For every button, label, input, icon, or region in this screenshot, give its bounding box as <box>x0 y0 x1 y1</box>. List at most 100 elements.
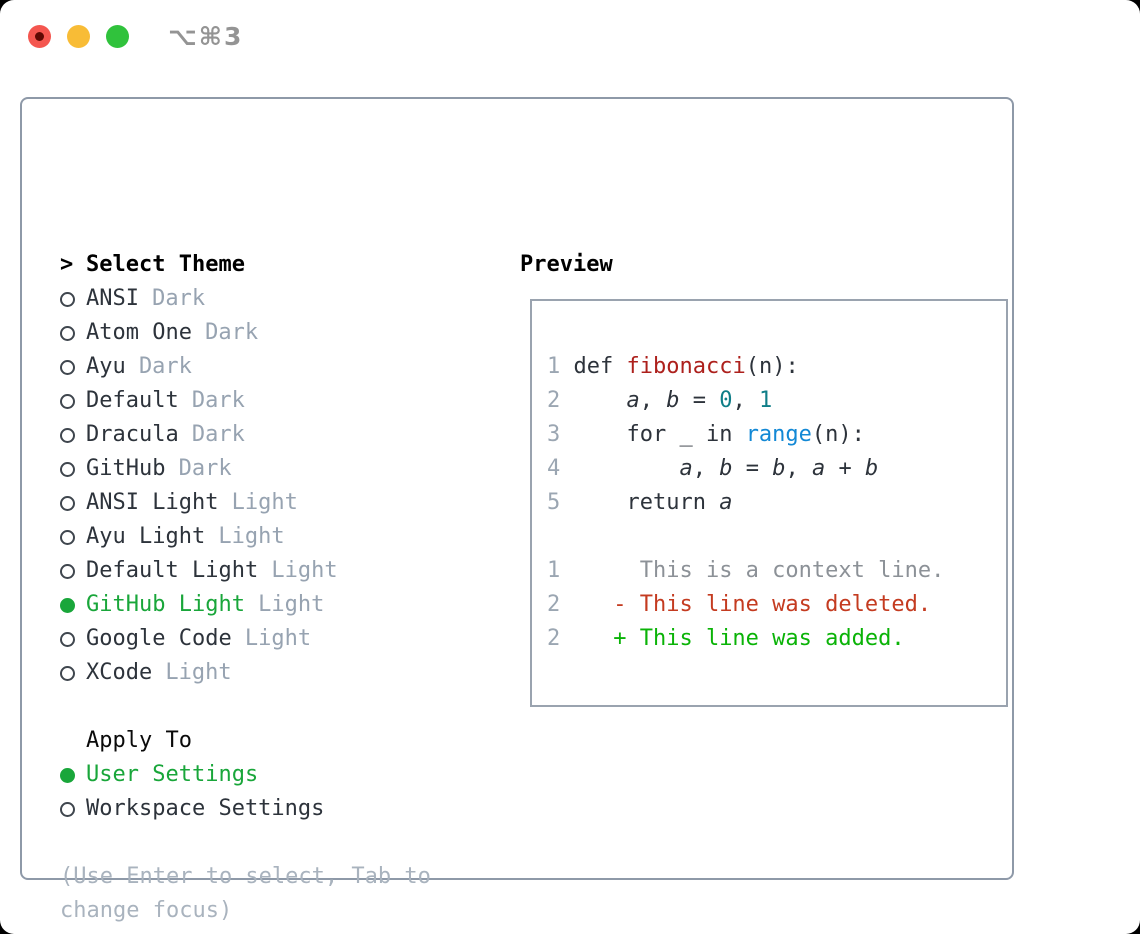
theme-option-label: Default <box>86 388 179 413</box>
theme-option-ansi-light[interactable]: ANSI Light Light <box>60 486 490 520</box>
code-token-plain: for _ in <box>560 422 746 447</box>
apply-option-user-settings[interactable]: User Settings <box>60 758 490 792</box>
preview-line: 5 return a <box>547 486 1006 520</box>
code-token-num: 1 <box>758 388 773 413</box>
select-theme-title: Select Theme <box>86 252 245 277</box>
radio-unselected-icon <box>60 665 75 681</box>
code-token-func: fibonacci <box>626 354 746 379</box>
code-token-plain: , <box>732 388 759 413</box>
preview-line: 3 for _ in range(n): <box>547 418 1006 452</box>
line-number: 1 <box>547 354 561 379</box>
preview-line: 2 + This line was added. <box>547 622 1006 656</box>
window-controls <box>28 25 129 48</box>
code-token-plain: (n): <box>745 354 799 379</box>
code-token-var: b <box>719 456 733 481</box>
radio-selected-icon <box>60 767 75 783</box>
theme-variant-label: Light <box>218 524 285 549</box>
theme-option-google-code[interactable]: Google Code Light <box>60 622 490 656</box>
radio-unselected-icon <box>60 325 75 341</box>
theme-option-label: Atom One <box>86 320 192 345</box>
theme-variant-label: Light <box>231 490 298 515</box>
keyboard-hint: (Use Enter to select, Tab to change focu… <box>60 860 490 928</box>
theme-variant-label: Light <box>271 558 338 583</box>
code-token-plain <box>560 456 679 481</box>
theme-option-atom-one[interactable]: Atom One Dark <box>60 316 490 350</box>
theme-option-ansi[interactable]: ANSI Dark <box>60 282 490 316</box>
code-token-plain: (n): <box>811 422 865 447</box>
code-token-var: a <box>811 456 826 481</box>
radio-unselected-icon <box>60 631 75 647</box>
apply-to-header: Apply To <box>60 724 490 758</box>
preview-line <box>547 520 1006 554</box>
code-token-plain: return <box>560 490 720 515</box>
theme-variant-label: Light <box>244 626 312 651</box>
zoom-button[interactable] <box>106 25 129 48</box>
theme-option-label: Ayu Light <box>86 524 206 549</box>
close-button[interactable] <box>28 25 51 48</box>
code-token-plain: = <box>679 388 720 413</box>
code-token-plain: + <box>825 456 865 481</box>
line-number: 3 <box>547 422 561 447</box>
radio-unselected-icon <box>60 291 75 307</box>
hint-line-1: (Use Enter to select, Tab to <box>60 864 431 889</box>
preview-title: Preview <box>520 252 613 277</box>
theme-option-ayu-light[interactable]: Ayu Light Light <box>60 520 490 554</box>
hint-line-2: change focus) <box>60 898 233 923</box>
radio-unselected-icon <box>60 563 75 579</box>
apply-option-workspace-settings[interactable]: Workspace Settings <box>60 792 490 826</box>
preview-line: 1 def fibonacci(n): <box>547 350 1006 384</box>
theme-variant-label: Light <box>258 592 325 617</box>
code-token-plain: = <box>732 456 773 481</box>
theme-variant-label: Dark <box>191 422 245 447</box>
line-number: 2 <box>547 626 561 651</box>
code-token-plain: , <box>692 456 720 481</box>
radio-unselected-icon <box>60 461 75 477</box>
prompt-icon: > <box>60 252 74 277</box>
preview-line: 1 This is a context line. <box>547 554 1006 588</box>
line-number: 4 <box>547 456 561 481</box>
code-token-added: + This line was added. <box>560 626 905 651</box>
code-token-var: b <box>864 456 879 481</box>
line-number: 2 <box>547 388 561 413</box>
close-dot-icon <box>35 32 44 41</box>
theme-variant-label: Dark <box>205 320 259 345</box>
code-token-deleted: - This line was deleted. <box>560 592 932 617</box>
code-token-var: a <box>719 490 733 515</box>
radio-unselected-icon <box>60 801 75 817</box>
preview-line: 2 a, b = 0, 1 <box>547 384 1006 418</box>
theme-option-label: ANSI <box>86 286 139 311</box>
line-number: 5 <box>547 490 561 515</box>
code-token-num: 0 <box>719 388 733 413</box>
code-token-plain: , <box>785 456 812 481</box>
apply-option-label: Workspace Settings <box>86 796 325 821</box>
theme-option-ayu[interactable]: Ayu Dark <box>60 350 490 384</box>
theme-variant-label: Dark <box>138 354 192 379</box>
theme-option-label: XCode <box>86 660 153 685</box>
theme-option-label: ANSI Light <box>86 490 219 515</box>
preview-line: 4 a, b = b, a + b <box>547 452 1006 486</box>
radio-unselected-icon <box>60 427 75 443</box>
radio-unselected-icon <box>60 393 75 409</box>
minimize-button[interactable] <box>67 25 90 48</box>
select-theme-header: > Select Theme <box>60 248 490 282</box>
theme-option-label: GitHub <box>86 456 166 481</box>
code-token-var: a <box>626 388 640 413</box>
theme-variant-label: Dark <box>152 286 206 311</box>
theme-option-label: Ayu <box>86 354 126 379</box>
code-token-var: b <box>772 456 786 481</box>
theme-option-label: Google Code <box>86 626 232 651</box>
apply-to-title: Apply To <box>86 728 192 753</box>
radio-unselected-icon <box>60 529 75 545</box>
code-token-plain: def <box>560 354 627 379</box>
